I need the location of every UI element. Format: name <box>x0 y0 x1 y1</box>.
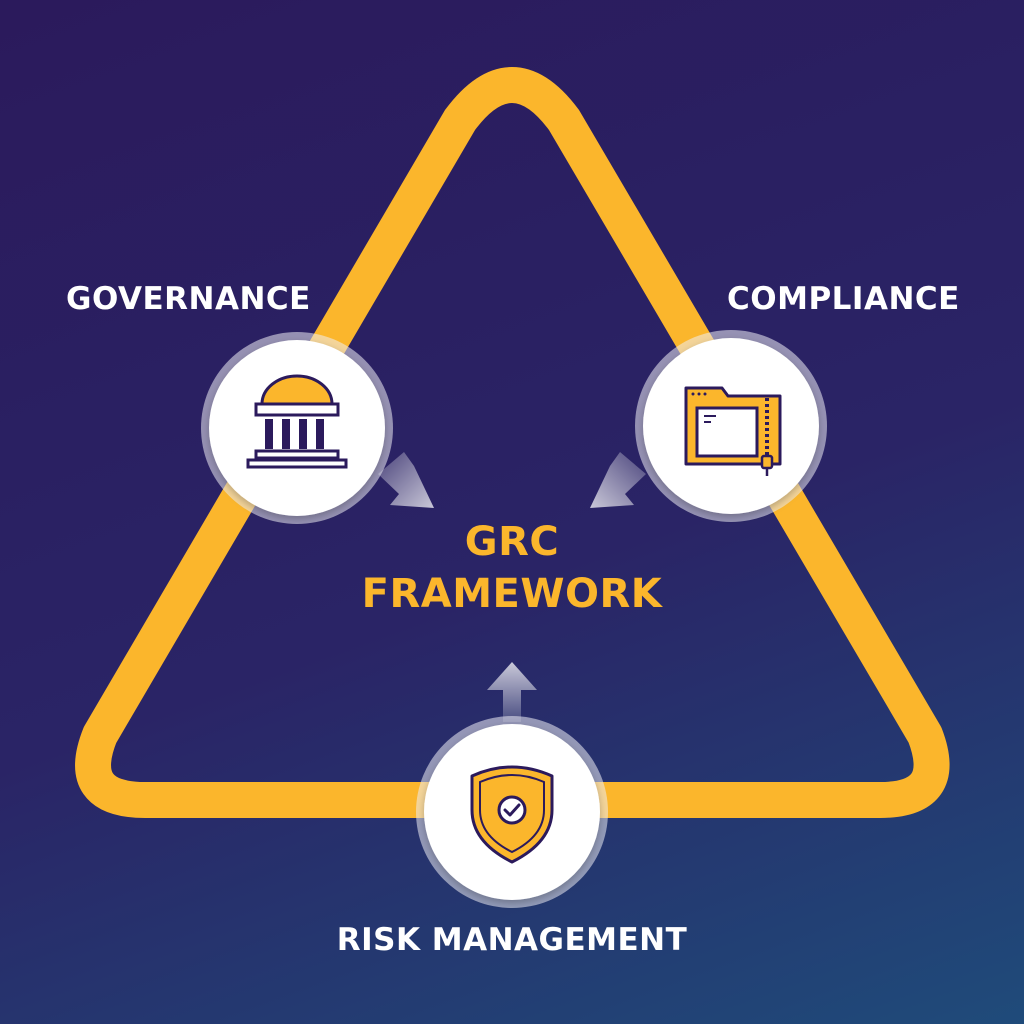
governance-label: GOVERNANCE <box>66 281 311 317</box>
center-title: GRC FRAMEWORK <box>312 516 712 620</box>
compliance-node <box>635 330 827 522</box>
shield-check-icon <box>470 765 554 864</box>
arrow-compliance-to-center <box>590 452 646 508</box>
arrow-governance-to-center <box>378 452 434 508</box>
arrow-risk-to-center <box>487 662 537 722</box>
risk-node <box>416 716 608 908</box>
compliance-label: COMPLIANCE <box>727 281 960 317</box>
risk-management-label: RISK MANAGEMENT <box>336 922 688 958</box>
governance-node <box>201 332 393 524</box>
zipped-folder-icon <box>684 386 782 476</box>
framework-triangle <box>75 67 950 818</box>
center-title-line-1: GRC <box>464 519 560 565</box>
center-title-line-2: FRAMEWORK <box>361 571 663 617</box>
government-building-icon <box>246 374 348 469</box>
